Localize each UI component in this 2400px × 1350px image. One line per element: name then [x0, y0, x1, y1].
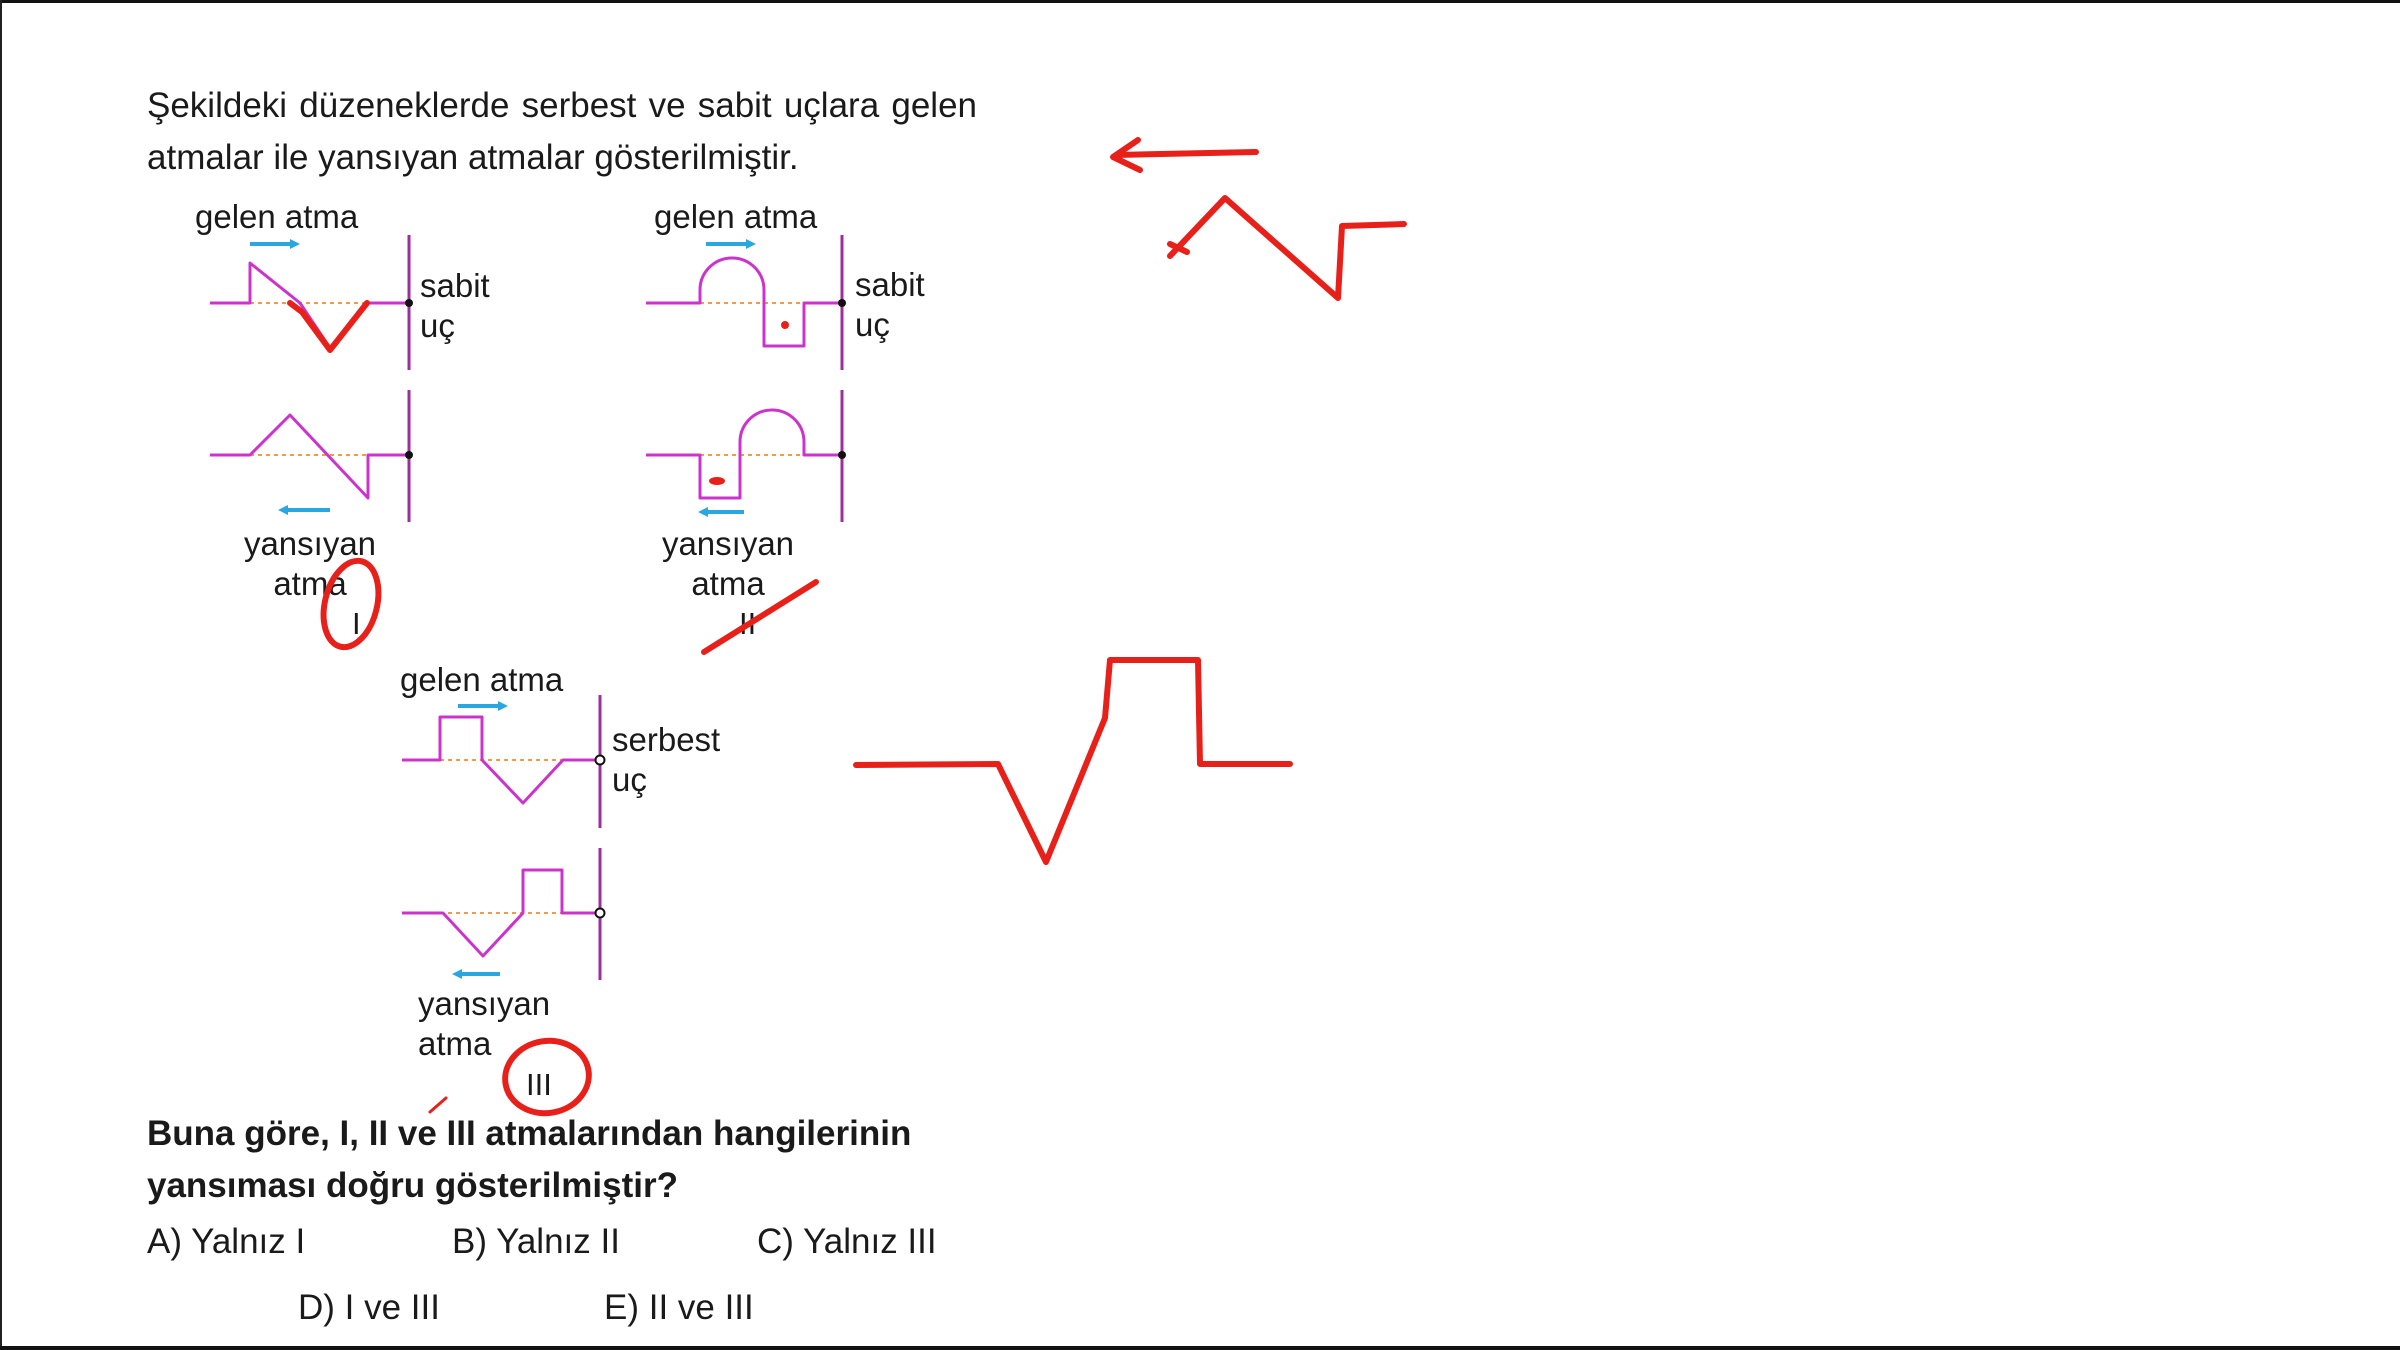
figure-1-end-label: sabit: [420, 267, 490, 304]
figure-2-end-label-2: uç: [855, 306, 890, 343]
figure-1-reflected-label: yansıyan: [243, 525, 377, 562]
figure-1-incoming-pulse: [210, 261, 409, 350]
figure-1-incoming-arrow: [250, 239, 300, 249]
figure-3-incoming-label: gelen atma: [400, 661, 564, 698]
figure-1-incoming-label: gelen atma: [195, 198, 359, 235]
figure-1-roman-numeral: I: [352, 606, 361, 641]
figure-2-end-label: sabit: [855, 266, 925, 303]
figure-2-reflected-label: yansıyan: [661, 525, 795, 562]
figure-1-reflected-pulse: [210, 413, 409, 500]
figure-3-free-end-ring: [594, 754, 606, 766]
annotation-figure-2-dot-2: [709, 477, 725, 485]
annotation-direction-arrow: [1110, 137, 1259, 173]
figure-3-end-label: serbest: [612, 721, 721, 758]
figure-1-end-label-2: uç: [420, 307, 455, 344]
annotation-figure-3-circle: [502, 1037, 592, 1117]
figure-3-end-label-2: uç: [612, 761, 647, 798]
figure-2-incoming-arrow: [706, 239, 756, 249]
figure-3-reflected-arrow: [452, 969, 500, 979]
figure-1-reflected-label-2: atma: [273, 565, 347, 602]
figure-2-fixed-end-dot: [838, 299, 846, 307]
figure-3-reflected-label-2: atma: [418, 1025, 492, 1062]
window-bottom-border: [0, 1346, 2400, 1350]
annotation-figure-2-strikethrough: [701, 579, 819, 655]
handwritten-annotations: [287, 137, 1407, 1117]
figure-3-reflected-pulse: [402, 868, 600, 958]
option-d[interactable]: D) I ve III: [298, 1288, 440, 1327]
option-a[interactable]: A) Yalnız I: [147, 1222, 306, 1261]
figure-3: [402, 695, 606, 980]
option-b[interactable]: B) Yalnız II: [452, 1222, 620, 1261]
figure-1-fixed-end-dot: [405, 299, 413, 307]
annotation-sketch-pulse-1: [1167, 195, 1407, 301]
figure-2-incoming-label: gelen atma: [654, 198, 818, 235]
figure-2-reflected-arrow: [698, 507, 744, 517]
annotation-figure-1-trough-stroke: [287, 300, 370, 353]
figure-3-roman-numeral: III: [526, 1067, 552, 1102]
figure-3-incoming-arrow: [458, 701, 508, 711]
figure-3-free-end-ring-2: [594, 907, 606, 919]
figure-2-incoming-pulse: [646, 256, 842, 348]
figure-1-fixed-end-dot-2: [405, 451, 413, 459]
annotation-figure-1-circle: [320, 557, 382, 651]
figure-2: [646, 235, 846, 522]
figure-2-fixed-end-dot-2: [838, 451, 846, 459]
question-prompt: Buna göre, I, II ve III atmalarından han…: [147, 1114, 912, 1205]
figure-3-incoming-pulse: [402, 715, 600, 805]
question-intro: Şekildeki düzeneklerde serbest ve sabit …: [147, 86, 977, 177]
annotation-sketch-pulse-2: [853, 657, 1293, 865]
annotation-small-check: [428, 1096, 448, 1114]
option-e[interactable]: E) II ve III: [604, 1288, 754, 1327]
figure-1-reflected-arrow: [278, 505, 330, 515]
figure-2-reflected-pulse: [646, 408, 842, 500]
annotation-figure-2-dot: [781, 321, 789, 329]
option-c[interactable]: C) Yalnız III: [757, 1222, 937, 1261]
window-top-border: [0, 0, 2400, 3]
figure-3-reflected-label: yansıyan: [418, 985, 551, 1022]
figure-2-reflected-label-2: atma: [691, 565, 765, 602]
window-left-border: [0, 0, 2, 1350]
figure-1: [210, 235, 413, 522]
